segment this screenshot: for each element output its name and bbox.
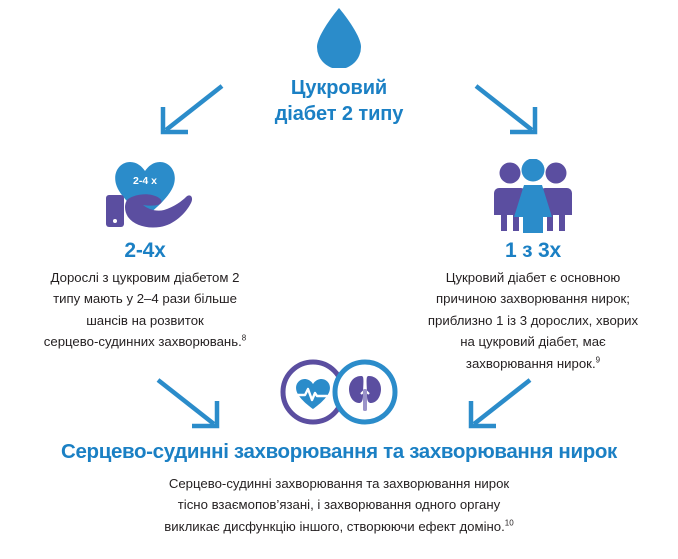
left-node-body-line-4-text: серцево-судинних захворювань.	[43, 334, 242, 350]
arrow-left-to-bottom	[156, 378, 220, 429]
bottom-node-body-line-3: викликає дисфункцію іншого, створюючи еф…	[19, 516, 659, 537]
right-node-body-line-1: Цукровий діабет є основною	[445, 270, 621, 285]
top-node-type2-diabetes: Цукровий діабет 2 типу	[239, 6, 439, 127]
right-node-icon-wrap	[393, 158, 673, 233]
right-node-body-line-5: захворювання нирок.9	[401, 353, 665, 374]
right-node-body: Цукровий діабет є основною причиною захв…	[393, 267, 673, 374]
right-node-kidney-risk: 1 з 3х Цукровий діабет є основною причин…	[393, 158, 673, 374]
bottom-node-footnote: 10	[504, 518, 514, 528]
bottom-node-body: Серцево-судинні захворювання та захворюв…	[19, 473, 659, 537]
arrow-top-to-left	[160, 84, 224, 135]
bottom-node-icons	[268, 358, 410, 431]
right-node-body-line-4: на цукровий діабет, має	[460, 334, 606, 350]
top-node-title: Цукровий діабет 2 типу	[239, 76, 439, 127]
left-node-footnote: 8	[241, 333, 247, 343]
bottom-node-body-line-2: тісно взаємопов’язані, і захворювання од…	[177, 497, 501, 513]
right-node-footnote: 9	[595, 355, 601, 365]
bottom-node-body-line-1: Серцево-судинні захворювання та захворюв…	[168, 476, 510, 491]
left-node-stat: 2-4х	[124, 239, 166, 262]
left-node-body-line-1: Дорослі з цукровим діабетом 2	[50, 270, 240, 285]
heart-badge-label: 2-4 x	[133, 175, 157, 187]
right-node-stat: 1 з 3х	[505, 239, 561, 262]
top-node-title-line2: діабет 2 типу	[274, 102, 404, 125]
arrow-right-to-bottom	[468, 378, 532, 429]
left-node-cardiovascular-risk: 2-4 x 2-4х Дорослі з цукровим діабетом 2…	[5, 158, 285, 353]
right-node-body-line-2: причиною захворювання нирок;	[436, 291, 630, 307]
bottom-node-title: Серцево-судинні захворювання та захворюв…	[61, 440, 617, 463]
phone-button	[113, 219, 117, 223]
left-node-icon-wrap: 2-4 x	[5, 158, 285, 233]
bottom-node-cvd-and-kidney-disease: Серцево-судинні захворювання та захворюв…	[19, 440, 659, 537]
phone-shape	[106, 195, 124, 227]
left-node-body-line-4: серцево-судинних захворювань.8	[13, 331, 277, 352]
left-node-body: Дорослі з цукровим діабетом 2 типу мають…	[5, 267, 285, 353]
hand-shape	[125, 194, 193, 228]
kidneys-icon	[332, 359, 398, 425]
heart-and-kidney-icons	[280, 359, 398, 425]
three-people-icon	[494, 159, 572, 233]
top-node-title-line1: Цукровий	[290, 77, 388, 99]
arrow-top-to-right	[474, 84, 538, 135]
hand-holding-heart-icon: 2-4 x	[106, 162, 193, 228]
bottom-node-body-line-3-text: викликає дисфункцію іншого, створюючи еф…	[164, 518, 505, 534]
right-node-body-line-5-text: захворювання нирок.	[465, 355, 596, 371]
left-node-body-line-2: типу мають у 2–4 рази більше	[53, 291, 237, 307]
right-node-body-line-3: приблизно 1 із 3 дорослих, хворих	[427, 312, 639, 328]
blood-droplet-icon	[317, 8, 361, 68]
left-node-body-line-3: шансів на розвиток	[86, 312, 204, 328]
